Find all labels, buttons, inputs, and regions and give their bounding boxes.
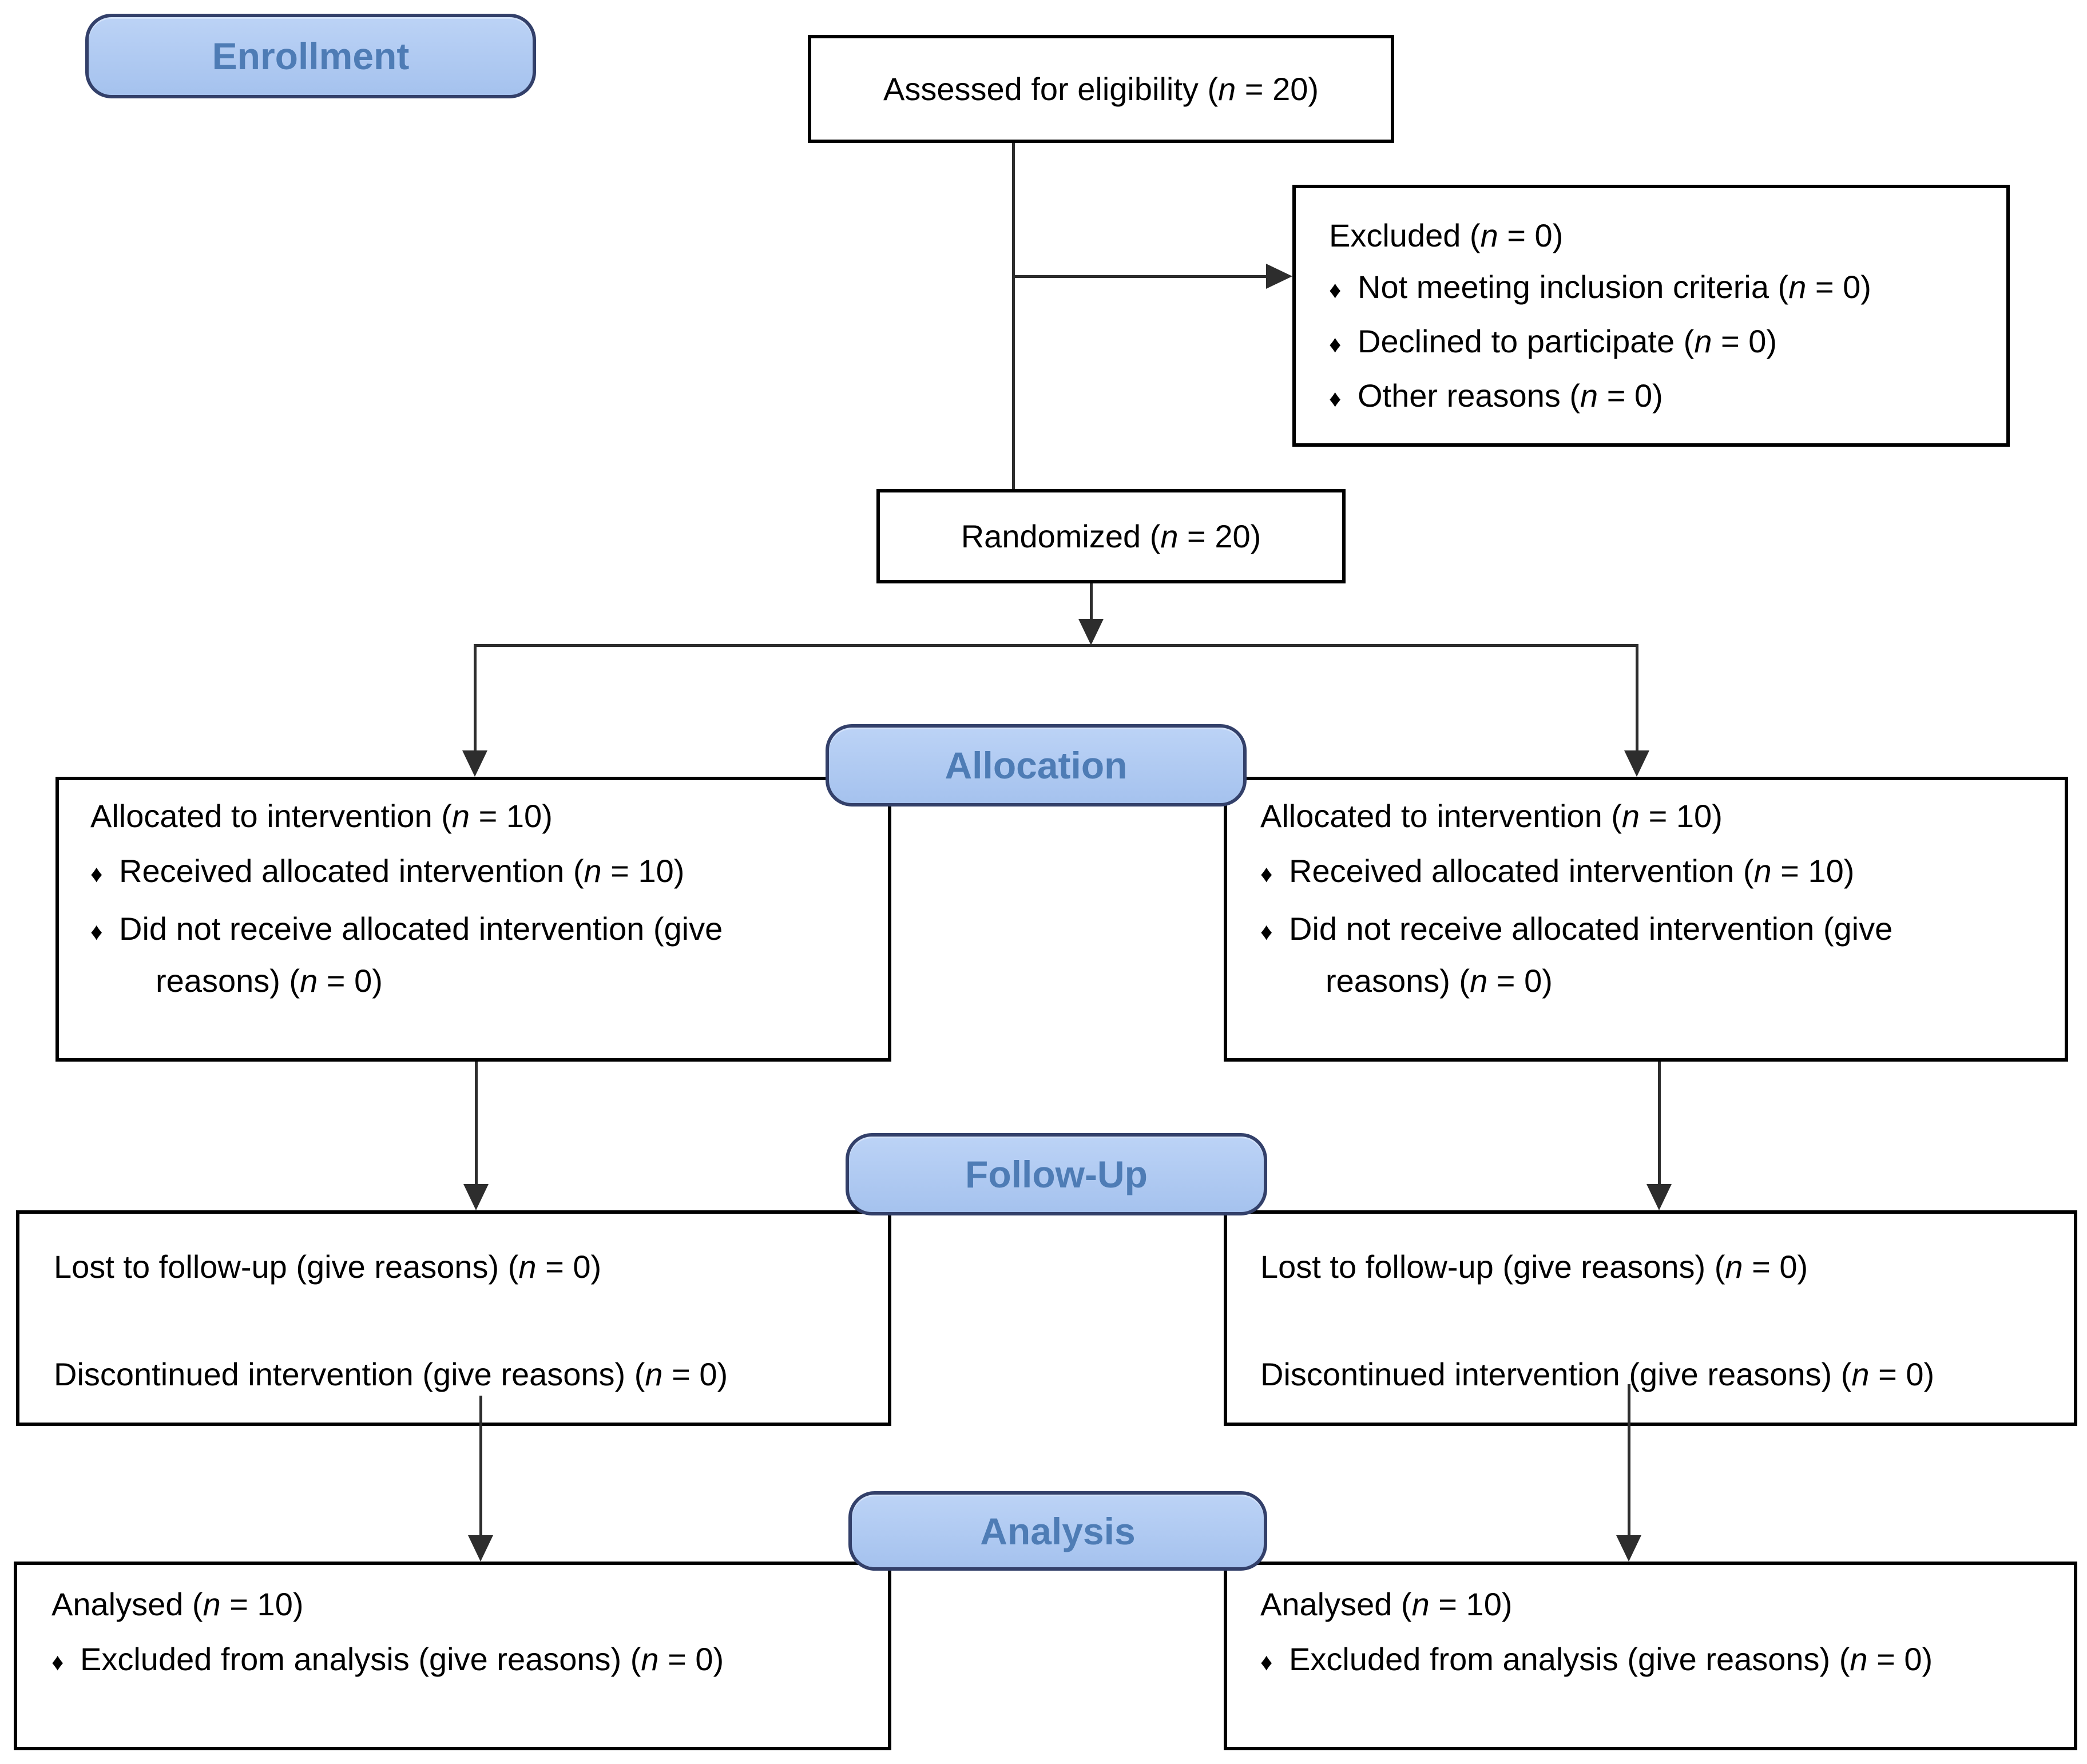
allocation-right-item-text: Did not receive allocated intervention (… (1289, 911, 1893, 999)
allocation-left-item: ♦ Did not receive allocated intervention … (90, 904, 862, 1006)
allocation-phase-label: Allocation (945, 744, 1128, 786)
connector-alloc-to-followup-right (1658, 1062, 1661, 1185)
assessed-for-eligibility-box: Assessed for eligibility (n = 20) (808, 35, 1394, 143)
analysis-phase-label: Analysis (980, 1509, 1136, 1552)
bullet-diamond-icon: ♦ (1260, 918, 1273, 945)
allocation-left-item: ♦ Received allocated intervention (n = 10… (90, 847, 862, 899)
assessed-for-eligibility-text: Assessed for eligibility (n = 20) (883, 70, 1319, 107)
connector-split-to-alloc-left (474, 644, 477, 752)
bullet-diamond-icon: ♦ (90, 918, 103, 945)
arrow-down-followup-right-icon (1646, 1184, 1672, 1210)
excluded-title: Excluded (n = 0) (1329, 217, 1564, 253)
analysis-right-item: ♦ Excluded from analysis (give reasons) (… (1260, 1635, 2053, 1687)
connector-split-to-alloc-right (1636, 644, 1638, 752)
enrollment-phase-label: Enrollment (212, 35, 410, 77)
connector-assessed-to-randomized (1012, 143, 1015, 489)
analysis-right-item-text: Excluded from analysis (give reasons) (n… (1289, 1641, 1933, 1677)
arrow-down-followup-left-icon (463, 1184, 489, 1210)
excluded-box: Excluded (n = 0) ♦ Not meeting inclusion … (1292, 185, 2010, 447)
allocation-left-item-text: Received allocated intervention (n = 10) (119, 853, 685, 889)
analysis-phase-badge: Analysis (848, 1491, 1267, 1571)
analysis-right-box: Analysed (n = 10) ♦ Excluded from analysi… (1224, 1562, 2077, 1750)
connector-randomized-to-split (1090, 583, 1093, 621)
followup-left-line: Lost to follow-up (give reasons) (n = 0) (54, 1249, 602, 1285)
excluded-item: ♦ Not meeting inclusion criteria (n = 0) (1329, 263, 1991, 315)
bullet-diamond-icon: ♦ (1329, 385, 1342, 412)
randomized-text: Randomized (n = 20) (961, 518, 1261, 554)
allocation-left-box: Allocated to intervention (n = 10) ♦ Rece… (55, 777, 891, 1062)
arrow-right-excluded-icon (1266, 264, 1292, 289)
followup-right-line: Lost to follow-up (give reasons) (n = 0) (1260, 1249, 1808, 1285)
connector-alloc-to-followup-left (475, 1062, 478, 1185)
excluded-item-text: Other reasons (n = 0) (1358, 378, 1663, 414)
excluded-item-text: Not meeting inclusion criteria (n = 0) (1358, 269, 1871, 305)
bullet-diamond-icon: ♦ (90, 860, 103, 887)
arrow-down-analysis-right-icon (1616, 1535, 1641, 1562)
allocation-left-title: Allocated to intervention (n = 10) (90, 798, 553, 834)
arrow-down-alloc-left-icon (462, 750, 487, 777)
allocation-right-title: Allocated to intervention (n = 10) (1260, 798, 1723, 834)
allocation-right-item: ♦ Received allocated intervention (n = 10… (1260, 847, 2038, 899)
analysis-right-title: Analysed (n = 10) (1260, 1586, 1513, 1622)
enrollment-phase-badge: Enrollment (85, 14, 536, 98)
bullet-diamond-icon: ♦ (1329, 276, 1342, 303)
followup-phase-label: Follow-Up (965, 1153, 1148, 1195)
allocation-right-item: ♦ Did not receive allocated intervention … (1260, 904, 2038, 1006)
bullet-diamond-icon: ♦ (1260, 1648, 1273, 1675)
followup-right-box: Lost to follow-up (give reasons) (n = 0)… (1224, 1210, 2077, 1426)
allocation-right-box: Allocated to intervention (n = 10) ♦ Rece… (1224, 777, 2068, 1062)
bullet-diamond-icon: ♦ (1329, 331, 1342, 357)
followup-left-line: Discontinued intervention (give reasons)… (54, 1356, 728, 1392)
arrow-down-analysis-left-icon (468, 1535, 493, 1562)
connector-followup-to-analysis-right (1628, 1384, 1630, 1537)
analysis-left-title: Analysed (n = 10) (51, 1586, 304, 1622)
analysis-left-item: ♦ Excluded from analysis (give reasons) (… (51, 1635, 867, 1687)
bullet-diamond-icon: ♦ (51, 1648, 64, 1675)
connector-split-bar (474, 644, 1638, 647)
allocation-phase-badge: Allocation (826, 724, 1247, 806)
bullet-diamond-icon: ♦ (1260, 860, 1273, 887)
allocation-left-item-text: Did not receive allocated intervention (… (119, 911, 723, 999)
randomized-box: Randomized (n = 20) (876, 489, 1346, 583)
arrow-down-alloc-right-icon (1624, 750, 1649, 777)
connector-branch-to-excluded (1014, 275, 1267, 278)
analysis-left-item-text: Excluded from analysis (give reasons) (n… (80, 1641, 724, 1677)
analysis-left-box: Analysed (n = 10) ♦ Excluded from analysi… (14, 1562, 891, 1750)
allocation-right-item-text: Received allocated intervention (n = 10) (1289, 853, 1855, 889)
arrow-down-split-icon (1078, 619, 1104, 645)
connector-followup-to-analysis-left (479, 1396, 482, 1537)
followup-right-line: Discontinued intervention (give reasons)… (1260, 1356, 1935, 1392)
excluded-item: ♦ Declined to participate (n = 0) (1329, 317, 1991, 369)
excluded-item: ♦ Other reasons (n = 0) (1329, 371, 1991, 423)
followup-left-box: Lost to follow-up (give reasons) (n = 0)… (16, 1210, 891, 1426)
followup-phase-badge: Follow-Up (846, 1133, 1267, 1215)
excluded-item-text: Declined to participate (n = 0) (1358, 323, 1777, 359)
